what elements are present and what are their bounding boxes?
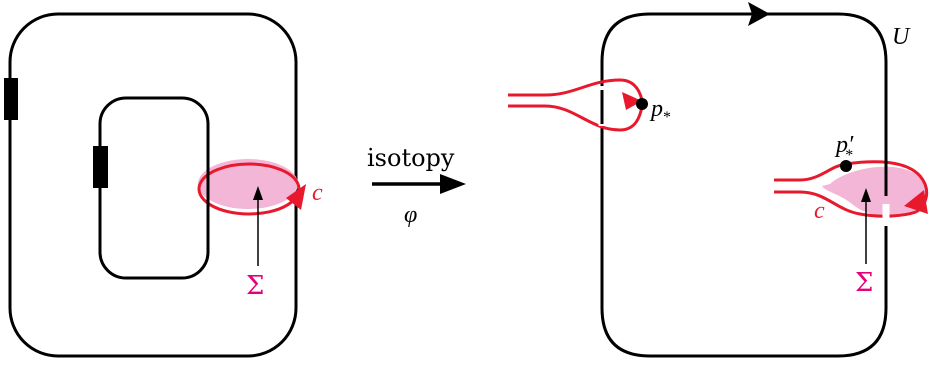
left-sigma-label: Σ (246, 271, 264, 301)
p-star-prime-sub: * (845, 147, 853, 164)
right-upper-band-top (508, 78, 644, 101)
right-outer-loop (600, 12, 888, 358)
point-p-star-prime (840, 160, 852, 172)
p-star-sub: * (663, 109, 671, 126)
right-orientation-arrowhead (748, 2, 770, 26)
right-sigma-pointer-head (861, 188, 871, 202)
right-lower-band-arrowhead (904, 190, 928, 214)
right-sigma-label: Σ (855, 268, 873, 298)
left-inner-loop (98, 96, 210, 280)
p-star-main: p (649, 96, 663, 122)
isotopy-arrow-head (440, 174, 466, 194)
right-panel: p* p′* c Σ U (508, 2, 929, 358)
right-surface-disk (822, 166, 927, 218)
left-panel: c Σ (4, 12, 323, 358)
left-curve-arrowhead (286, 184, 306, 210)
p-star-label: p* (649, 96, 671, 126)
right-upper-band-arrowhead (622, 92, 642, 110)
left-curve-label: c (312, 180, 323, 206)
left-surface-disk (198, 159, 298, 209)
phi-label: φ (404, 202, 417, 228)
point-p-star (636, 98, 648, 110)
left-sigma-pointer-head (253, 186, 263, 200)
p-star-prime-label: p′* (834, 132, 854, 164)
p-star-prime-main: p′ (834, 132, 854, 158)
left-inner-twist-block (93, 146, 108, 188)
left-outer-twist-block (4, 78, 18, 120)
right-upper-band-bottom (508, 104, 644, 132)
right-lower-band-bottom (774, 190, 917, 218)
isotopy-label: isotopy (367, 144, 455, 172)
right-curve-label: c (814, 198, 825, 224)
isotopy-arrow-group: isotopy φ (367, 144, 466, 228)
right-lower-band-top (774, 160, 929, 214)
region-u-label: U (892, 24, 911, 50)
